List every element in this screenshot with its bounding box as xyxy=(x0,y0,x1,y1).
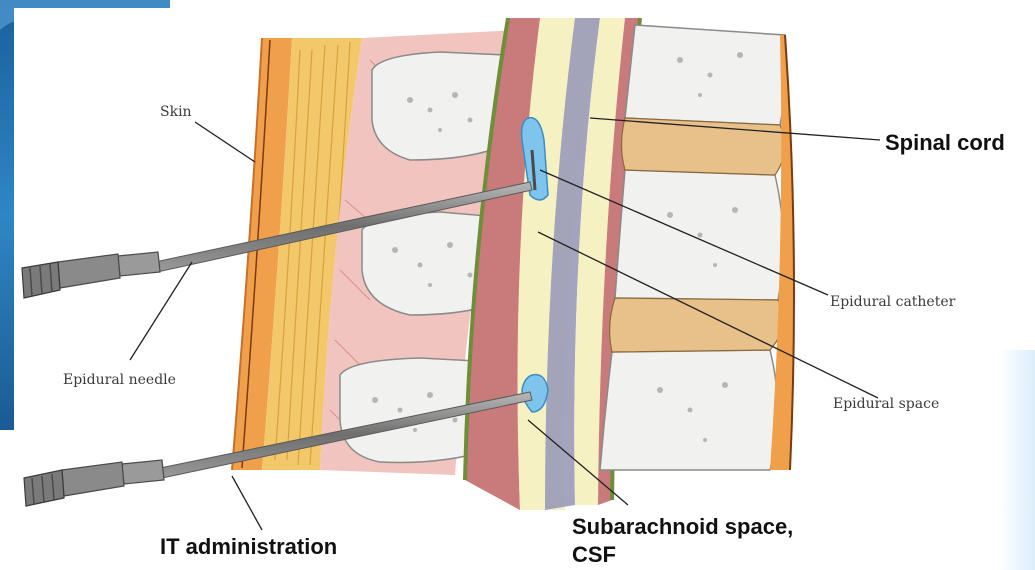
label-epidural-catheter: Epidural catheter xyxy=(830,294,955,310)
label-skin: Skin xyxy=(160,104,192,120)
label-epidural-needle: Epidural needle xyxy=(63,372,176,388)
label-subarachnoid-line1: Subarachnoid space, xyxy=(572,514,793,540)
label-epidural-space: Epidural space xyxy=(833,396,939,412)
vertebral-bodies xyxy=(600,25,794,470)
label-spinal-cord: Spinal cord xyxy=(885,130,1005,156)
label-it-administration: IT administration xyxy=(160,534,337,560)
label-subarachnoid-line2: CSF xyxy=(572,542,616,568)
